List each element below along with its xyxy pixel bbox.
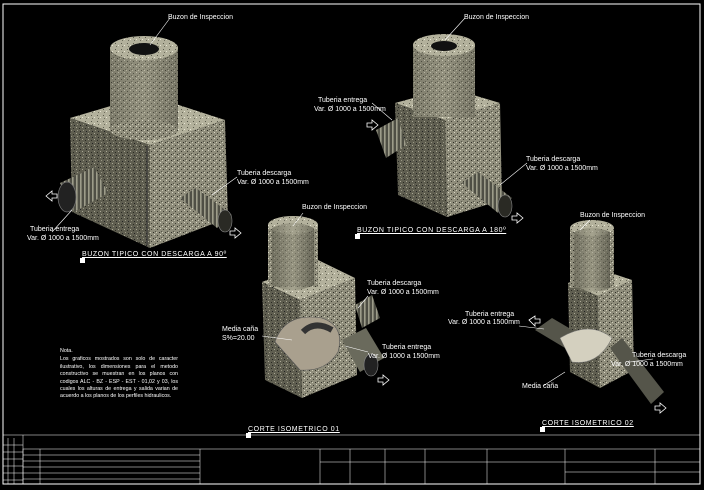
note-body: Los graficos mostrados son solo de carac… bbox=[60, 356, 178, 400]
caption-marker bbox=[246, 433, 251, 438]
label-var-diametro: Var. Ø 1000 a 1500mm bbox=[367, 289, 439, 296]
label-pendiente: S%=20.00 bbox=[222, 335, 255, 342]
label-var-diametro: Var. Ø 1000 a 1500mm bbox=[27, 235, 99, 242]
label-var-diametro: Var. Ø 1000 a 1500mm bbox=[237, 179, 309, 186]
label-var-diametro: Var. Ø 1000 a 1500mm bbox=[314, 106, 386, 113]
label-buzon-inspeccion: Buzon de Inspeccion bbox=[464, 14, 529, 21]
caption-view-90: BUZON TIPICO CON DESCARGA A 90º bbox=[82, 251, 227, 258]
label-tuberia-descarga: Tuberia descarga bbox=[526, 156, 581, 163]
section-01-view bbox=[261, 212, 390, 398]
label-var-diametro: Var. Ø 1000 a 1500mm bbox=[448, 319, 520, 326]
caption-view-180: BUZON TIPICO CON DESCARGA A 180º bbox=[357, 227, 507, 234]
label-tuberia-entrega: Tuberia entrega bbox=[382, 344, 432, 351]
label-var-diametro: Var. Ø 1000 a 1500mm bbox=[526, 165, 598, 172]
manhole-180-view bbox=[366, 17, 528, 224]
label-buzon-inspeccion: Buzon de Inspeccion bbox=[302, 204, 367, 211]
label-tuberia-descarga: Tuberia descarga bbox=[237, 170, 292, 177]
caption-marker bbox=[80, 258, 85, 263]
label-media-cana: Media caña bbox=[522, 383, 559, 390]
label-buzon-inspeccion: Buzon de Inspeccion bbox=[580, 212, 645, 219]
note-title: Nota. bbox=[60, 348, 73, 354]
label-tuberia-descarga: Tuberia descarga bbox=[367, 280, 422, 287]
section-02-view bbox=[518, 219, 667, 414]
label-tuberia-entrega: Tuberia entrega bbox=[465, 311, 515, 318]
caption-corte-02: CORTE ISOMETRICO 02 bbox=[542, 420, 634, 427]
label-tuberia-descarga: Tuberia descarga bbox=[632, 352, 687, 359]
caption-marker bbox=[540, 427, 545, 432]
label-tuberia-entrega: Tuberia entrega bbox=[30, 226, 80, 233]
note-block: Nota. Los graficos mostrados son solo de… bbox=[60, 348, 178, 401]
label-var-diametro: Var. Ø 1000 a 1500mm bbox=[368, 353, 440, 360]
label-buzon-inspeccion: Buzon de Inspeccion bbox=[168, 14, 233, 21]
label-tuberia-entrega: Tuberia entrega bbox=[318, 97, 368, 104]
title-block bbox=[3, 438, 701, 485]
caption-corte-01: CORTE ISOMETRICO 01 bbox=[248, 426, 340, 433]
label-media-cana: Media caña bbox=[222, 326, 259, 333]
manhole-90-view bbox=[45, 17, 242, 248]
label-var-diametro: Var. Ø 1000 a 1500mm bbox=[611, 361, 683, 368]
caption-marker bbox=[355, 234, 360, 239]
